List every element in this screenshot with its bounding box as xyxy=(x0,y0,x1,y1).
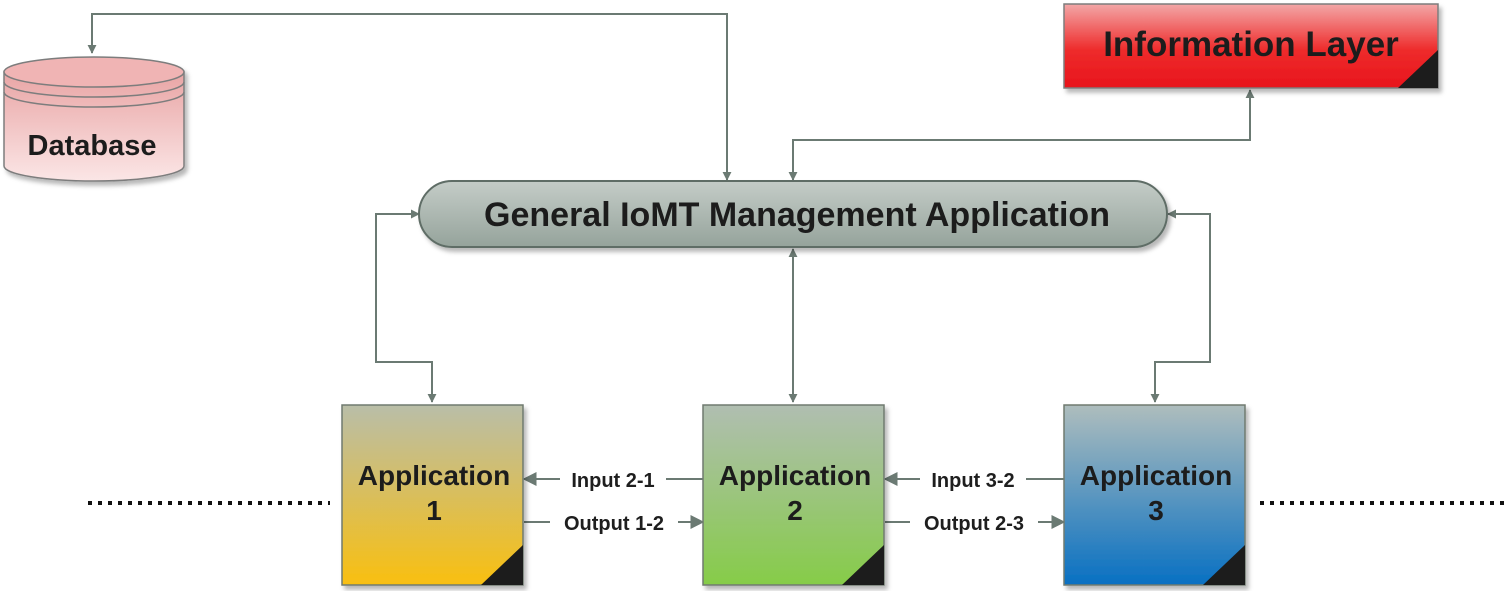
app3-node: Application 3 xyxy=(1063,404,1246,586)
connector-management-app1 xyxy=(375,209,437,403)
edge-labels: Input 2-1 Output 1-2 Input 3-2 Output 2-… xyxy=(550,467,1038,535)
app1-label-line1: Application xyxy=(358,460,510,491)
database-node: Database xyxy=(3,56,185,182)
app2-label-line2: 2 xyxy=(787,495,803,526)
app3-label-line1: Application xyxy=(1080,460,1232,491)
connector-management-database xyxy=(87,13,732,181)
edge-label-input-3-2: Input 3-2 xyxy=(931,470,1014,492)
app1-node: Application 1 xyxy=(341,404,524,586)
connector-management-app3 xyxy=(1150,209,1211,403)
edge-label-output-1-2: Output 1-2 xyxy=(564,513,664,535)
app2-node: Application 2 xyxy=(702,404,885,586)
database-label: Database xyxy=(28,130,157,162)
connector-management-information-layer xyxy=(788,89,1255,181)
edge-label-output-2-3: Output 2-3 xyxy=(924,513,1024,535)
app3-label-line2: 3 xyxy=(1148,495,1164,526)
app1-label-line2: 1 xyxy=(426,495,442,526)
edge-label-input-2-1: Input 2-1 xyxy=(571,470,654,492)
management-label: General IoMT Management Application xyxy=(484,196,1110,234)
management-node: General IoMT Management Application xyxy=(418,180,1168,248)
app2-label-line1: Application xyxy=(719,460,871,491)
information-layer-node: Information Layer xyxy=(1063,3,1439,89)
information-layer-label: Information Layer xyxy=(1103,25,1399,64)
